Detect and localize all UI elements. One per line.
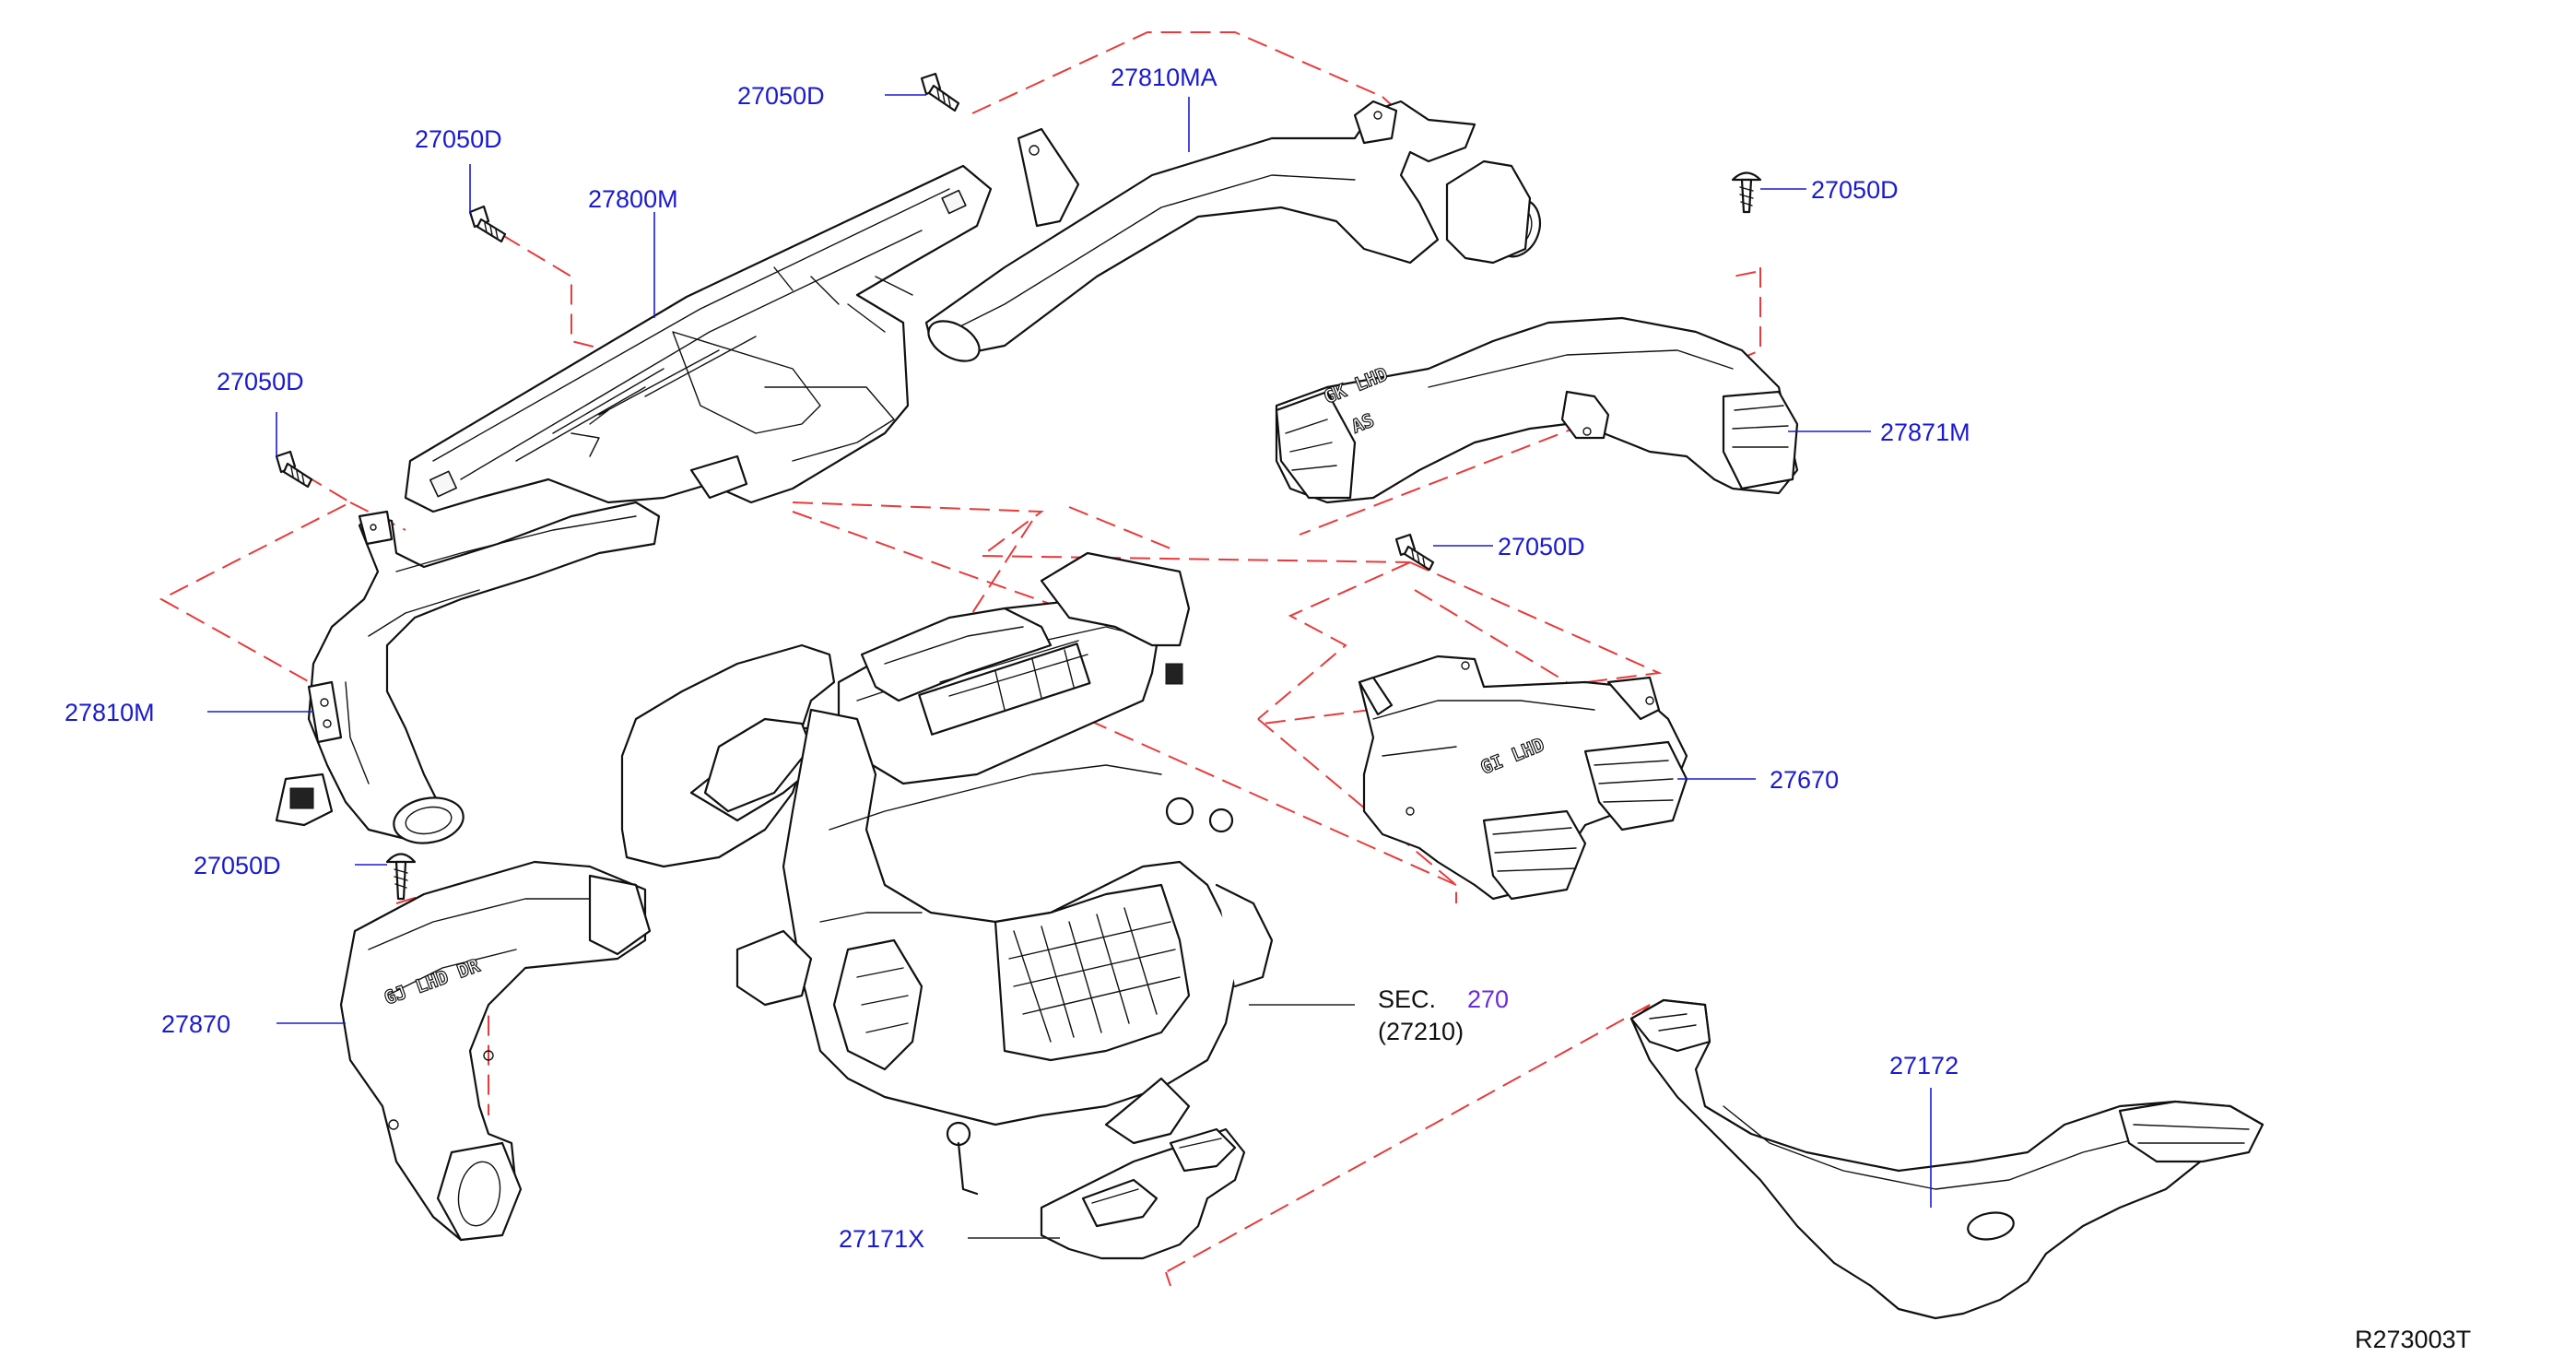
label-sec-number: 270 <box>1467 985 1509 1013</box>
label-sec-ref: (27210) <box>1378 1018 1464 1045</box>
bolt-27800m <box>468 205 507 243</box>
duct-27871m: GK LHD AS <box>1275 316 1799 504</box>
duct-27810m <box>275 501 661 844</box>
duct-27800m <box>404 164 993 513</box>
label-27172: 27172 <box>1889 1052 1958 1079</box>
label-bolt-top: 27050D <box>737 82 825 110</box>
label-bolt-27810m: 27050D <box>217 368 304 395</box>
label-bolt-27800m: 27050D <box>415 125 502 153</box>
bolt-27871m <box>1731 171 1762 214</box>
bolt-top <box>920 72 960 112</box>
callout-labels: 27050D 27800M 27050D 27810MA 27050D 2787… <box>65 64 2471 1353</box>
duct-27171x <box>1040 1127 1246 1260</box>
reference-code: R273003T <box>2355 1326 2471 1353</box>
bolt-27870 <box>385 853 417 901</box>
bolt-27810m <box>275 450 313 489</box>
label-27870: 27870 <box>161 1010 230 1038</box>
duct-27670: GI LHD <box>1358 655 1688 901</box>
label-sec-prefix: SEC. <box>1378 985 1436 1013</box>
bolt-27670 <box>1394 533 1435 572</box>
label-27800m: 27800M <box>588 185 678 213</box>
label-bolt-27670: 27050D <box>1498 533 1585 560</box>
label-bolt-27870: 27050D <box>194 852 281 879</box>
label-27810ma: 27810MA <box>1111 64 1217 91</box>
label-27810m: 27810M <box>65 699 155 726</box>
label-27871m: 27871M <box>1880 419 1970 446</box>
duct-27870: GJ LHD DR <box>339 860 652 1242</box>
duct-27172 <box>1629 998 2264 1320</box>
hvac-heater-unit <box>620 551 1274 1196</box>
label-27171x: 27171X <box>839 1225 924 1253</box>
label-bolt-27871m: 27050D <box>1811 176 1899 204</box>
duct-27810ma <box>924 100 1542 362</box>
callout-leaders <box>207 94 1932 1239</box>
label-27670: 27670 <box>1770 766 1839 794</box>
